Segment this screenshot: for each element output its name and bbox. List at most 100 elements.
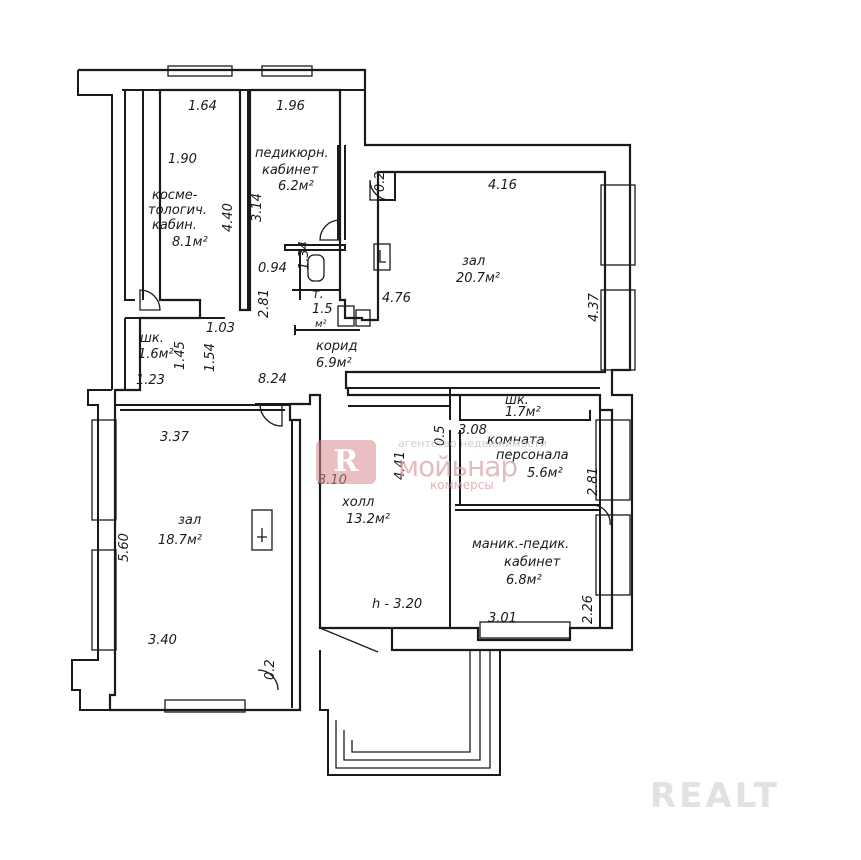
dim-4-16: 4.16 xyxy=(488,178,517,193)
wall-partition-1 xyxy=(239,90,249,310)
door-hall xyxy=(369,179,391,201)
fixture-hall-mark xyxy=(379,250,386,263)
porch-outline xyxy=(319,650,501,776)
dim-2-26: 2.26 xyxy=(581,595,596,624)
room-staff-line2: персонала xyxy=(496,448,569,463)
room-manicure-line2: кабинет xyxy=(504,555,561,570)
room-foyer-height: h - 3.20 xyxy=(372,597,422,612)
room-hall-small-area: 18.7м² xyxy=(158,533,202,548)
room-cosmo-line3: кабин. xyxy=(152,218,197,233)
dim-1-90: 1.90 xyxy=(168,152,197,167)
dim-4-40: 4.40 xyxy=(221,203,236,232)
wall-left-upper xyxy=(77,70,113,390)
dim-0-2-top: 0.2 xyxy=(373,171,388,192)
toilet-bowl xyxy=(307,254,325,282)
room-closet2-name: шк. xyxy=(505,393,529,408)
window-7 xyxy=(91,419,117,521)
room-corridor-area: 6.9м² xyxy=(316,356,352,371)
room-cosmo-line1: косме- xyxy=(152,188,198,203)
fixtures xyxy=(251,243,391,551)
door-corner xyxy=(257,669,279,691)
dim-1-34: 1.34 xyxy=(297,241,312,270)
dim-1-64: 1.64 xyxy=(188,99,217,114)
dim-3-14: 3.14 xyxy=(250,193,265,222)
room-corridor-name: корид xyxy=(316,339,358,354)
door-hall-small xyxy=(259,403,283,427)
room-hall-small-name: зал xyxy=(178,513,201,528)
room-manicure-area: 6.8м² xyxy=(506,573,542,588)
door-pedicure xyxy=(319,219,341,241)
window-3 xyxy=(600,184,636,266)
dim-2-81: 2.81 xyxy=(257,289,272,318)
outer-wall xyxy=(78,68,634,712)
wall-hall-inner xyxy=(114,409,285,695)
room-hall-large-area: 20.7м² xyxy=(456,271,500,286)
toilet-sink xyxy=(337,305,355,327)
porch-steps xyxy=(335,650,491,769)
toilet-fixture xyxy=(355,309,371,327)
room-toilet-area: 1.5 xyxy=(312,302,333,317)
wall-hall-right xyxy=(291,420,301,708)
room-hall-large-name: зал xyxy=(462,254,485,269)
toilet-bottom xyxy=(294,325,360,335)
dim-3-01: 3.01 xyxy=(488,611,517,626)
windows xyxy=(91,65,636,713)
window-5 xyxy=(595,419,631,501)
room-staff-area: 5.6м² xyxy=(527,466,563,481)
room-pedicure-area: 6.2м² xyxy=(278,179,314,194)
window-10 xyxy=(479,621,571,639)
wall-closet xyxy=(124,317,225,391)
dim-8-24: 8.24 xyxy=(258,372,287,387)
room-manicure-line1: маник.-педик. xyxy=(472,537,569,552)
dim-2-81-right: 2.81 xyxy=(586,467,601,496)
wall-staff-left xyxy=(449,430,461,628)
dim-4-76: 4.76 xyxy=(382,291,411,306)
dim-3-40: 3.40 xyxy=(148,633,177,648)
room-pedicure-line1: педикюрн. xyxy=(255,146,329,161)
door-cosmo xyxy=(139,289,161,311)
dim-1-54: 1.54 xyxy=(203,343,218,372)
wall-toilet xyxy=(292,250,341,300)
dim-1-45: 1.45 xyxy=(173,341,188,370)
window-8 xyxy=(91,549,117,651)
window-1 xyxy=(167,65,233,77)
fixture-hall xyxy=(373,243,391,271)
dim-3-08: 3.08 xyxy=(458,423,487,438)
dim-3-37: 3.37 xyxy=(160,430,190,445)
dim-0-5: 0.5 xyxy=(433,425,448,446)
window-4 xyxy=(600,289,636,371)
room-toilet-unit: м² xyxy=(315,319,327,330)
dim-4-37: 4.37 xyxy=(587,292,602,322)
room-foyer-name: холл xyxy=(341,495,374,510)
dimension-labels: 1.64 1.96 1.90 4.40 3.14 0.94 1.34 0.2 4… xyxy=(117,99,602,680)
room-cosmo-area: 8.1м² xyxy=(172,235,208,250)
dim-4-41: 4.41 xyxy=(393,451,408,480)
wall-partition-2 xyxy=(337,145,346,240)
watermark-sub: коммерсы xyxy=(430,478,494,492)
porch xyxy=(319,627,501,776)
doors xyxy=(139,179,611,691)
window-6 xyxy=(595,514,631,596)
fixture-hall-small xyxy=(251,509,273,551)
fixture-hall-small-mark xyxy=(257,528,267,542)
wall-closet2 xyxy=(449,395,591,421)
room-toilet-name: т. xyxy=(312,287,324,302)
watermark-logo: R xyxy=(316,440,376,484)
room-closet1-area: 1.6м² xyxy=(138,347,174,362)
dim-0-94: 0.94 xyxy=(258,261,287,276)
dim-1-23: 1.23 xyxy=(136,373,165,388)
room-labels: косме- тологич. кабин. 8.1м² педикюрн. к… xyxy=(138,146,569,612)
wall-cosmo-left xyxy=(124,90,135,301)
dim-1-96: 1.96 xyxy=(276,99,305,114)
room-pedicure-line2: кабинет xyxy=(262,163,319,178)
room-foyer-area: 13.2м² xyxy=(346,512,390,527)
room-cosmo-line2: тологич. xyxy=(148,203,207,218)
room-closet1-name: шк. xyxy=(140,331,164,346)
toilet-top xyxy=(284,244,346,251)
watermark-site: REALT xyxy=(650,776,780,816)
room-staff-line1: комната xyxy=(487,433,545,448)
dim-0-2-bottom: 0.2 xyxy=(263,659,278,680)
dim-5-60: 5.60 xyxy=(117,533,132,562)
dim-1-03: 1.03 xyxy=(206,321,235,336)
